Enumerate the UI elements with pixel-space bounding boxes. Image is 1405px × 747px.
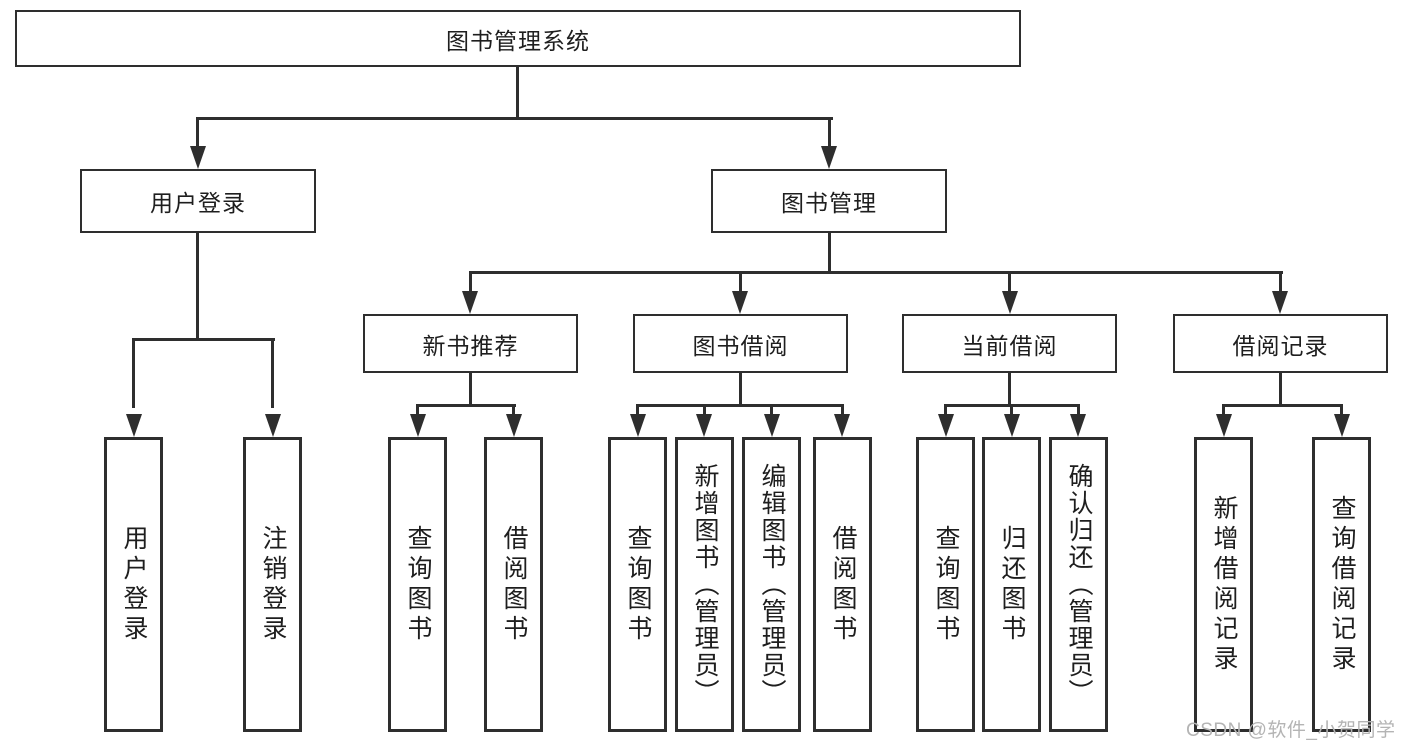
node-label: 图书管理: [781, 190, 877, 216]
arrow-down-icon: [1334, 414, 1350, 437]
leaf-query-books-current: 查询图书: [916, 437, 975, 732]
arrow-down-icon: [265, 414, 281, 437]
watermark: CSDN @软件_小贺同学: [1186, 720, 1396, 741]
arrow-down-icon: [732, 291, 748, 314]
leaf-confirm-return-admin: 确认归还（管理员）: [1049, 437, 1108, 732]
leaf-label: 归还图书: [998, 524, 1026, 645]
leaf-label: 借阅图书: [500, 524, 528, 645]
leaf-return-books: 归还图书: [982, 437, 1041, 732]
leaf-borrow-books: 借阅图书: [813, 437, 872, 732]
node-label: 用户登录: [150, 190, 246, 216]
arrow-down-icon: [834, 414, 850, 437]
leaf-label: 编辑图书（管理员）: [758, 463, 786, 706]
connector-line: [1222, 404, 1225, 416]
connector-line: [828, 233, 831, 274]
connector-line: [416, 404, 419, 416]
leaf-add-borrow-record: 新增借阅记录: [1194, 437, 1253, 732]
leaf-add-books-admin: 新增图书（管理员）: [675, 437, 734, 732]
connector-line: [828, 117, 831, 149]
connector-line: [636, 404, 844, 407]
connector-line: [841, 404, 844, 416]
leaf-query-books-recommendation: 查询图书: [388, 437, 447, 732]
arrow-down-icon: [506, 414, 522, 437]
connector-line: [196, 117, 199, 149]
arrow-down-icon: [190, 146, 206, 169]
connector-line: [132, 338, 135, 408]
connector-line: [1008, 271, 1011, 293]
connector-line: [739, 373, 742, 407]
node-library-management-system: 图书管理系统: [15, 10, 1021, 67]
connector-line: [1279, 271, 1282, 293]
connector-line: [196, 117, 833, 120]
leaf-query-books-borrowing: 查询图书: [608, 437, 667, 732]
arrow-down-icon: [938, 414, 954, 437]
leaf-label: 查询图书: [624, 524, 652, 645]
leaf-label: 用户登录: [120, 524, 148, 645]
connector-line: [944, 404, 947, 416]
leaf-logout: 注销登录: [243, 437, 302, 732]
node-label: 图书借阅: [692, 332, 789, 359]
node-current-borrowing: 当前借阅: [902, 314, 1117, 373]
node-book-management: 图书管理: [711, 169, 947, 233]
node-book-borrowing: 图书借阅: [633, 314, 848, 373]
connector-line: [1222, 404, 1343, 407]
node-label: 图书管理系统: [446, 27, 590, 54]
connector-line: [512, 404, 515, 416]
leaf-borrow-books-recommendation: 借阅图书: [484, 437, 543, 732]
arrow-down-icon: [821, 146, 837, 169]
leaf-label: 查询图书: [404, 524, 432, 645]
leaf-label: 注销登录: [259, 524, 287, 645]
leaf-label: 查询图书: [932, 524, 960, 645]
connector-line: [469, 373, 472, 407]
arrow-down-icon: [764, 414, 780, 437]
connector-line: [1008, 373, 1011, 407]
node-label: 新书推荐: [422, 332, 519, 359]
leaf-label: 确认归还（管理员）: [1065, 463, 1093, 706]
arrow-down-icon: [410, 414, 426, 437]
leaf-user-login: 用户登录: [104, 437, 163, 732]
connector-line: [469, 271, 472, 293]
connector-line: [770, 404, 773, 416]
arrow-down-icon: [630, 414, 646, 437]
leaf-edit-books-admin: 编辑图书（管理员）: [742, 437, 801, 732]
connector-line: [196, 233, 199, 341]
arrow-down-icon: [1004, 414, 1020, 437]
node-new-book-recommendation: 新书推荐: [363, 314, 578, 373]
leaf-label: 查询借阅记录: [1328, 494, 1356, 675]
connector-line: [636, 404, 639, 416]
connector-line: [271, 338, 274, 408]
connector-line: [1077, 404, 1080, 416]
connector-line: [416, 404, 516, 407]
connector-line: [1340, 404, 1343, 416]
arrow-down-icon: [1002, 291, 1018, 314]
arrow-down-icon: [126, 414, 142, 437]
arrow-down-icon: [1272, 291, 1288, 314]
connector-line: [1279, 373, 1282, 407]
node-label: 当前借阅: [961, 332, 1058, 359]
node-borrowing-records: 借阅记录: [1173, 314, 1388, 373]
connector-line: [739, 271, 742, 293]
leaf-label: 新增图书（管理员）: [691, 463, 719, 706]
leaf-label: 新增借阅记录: [1210, 494, 1238, 675]
connector-line: [1010, 404, 1013, 416]
node-user-login: 用户登录: [80, 169, 316, 233]
connector-line: [703, 404, 706, 416]
connector-line: [132, 338, 275, 341]
arrow-down-icon: [1216, 414, 1232, 437]
node-label: 借阅记录: [1232, 332, 1329, 359]
arrow-down-icon: [696, 414, 712, 437]
connector-line: [516, 66, 519, 119]
arrow-down-icon: [462, 291, 478, 314]
connector-line: [469, 271, 1283, 274]
leaf-label: 借阅图书: [829, 524, 857, 645]
arrow-down-icon: [1070, 414, 1086, 437]
leaf-query-borrow-record: 查询借阅记录: [1312, 437, 1371, 732]
